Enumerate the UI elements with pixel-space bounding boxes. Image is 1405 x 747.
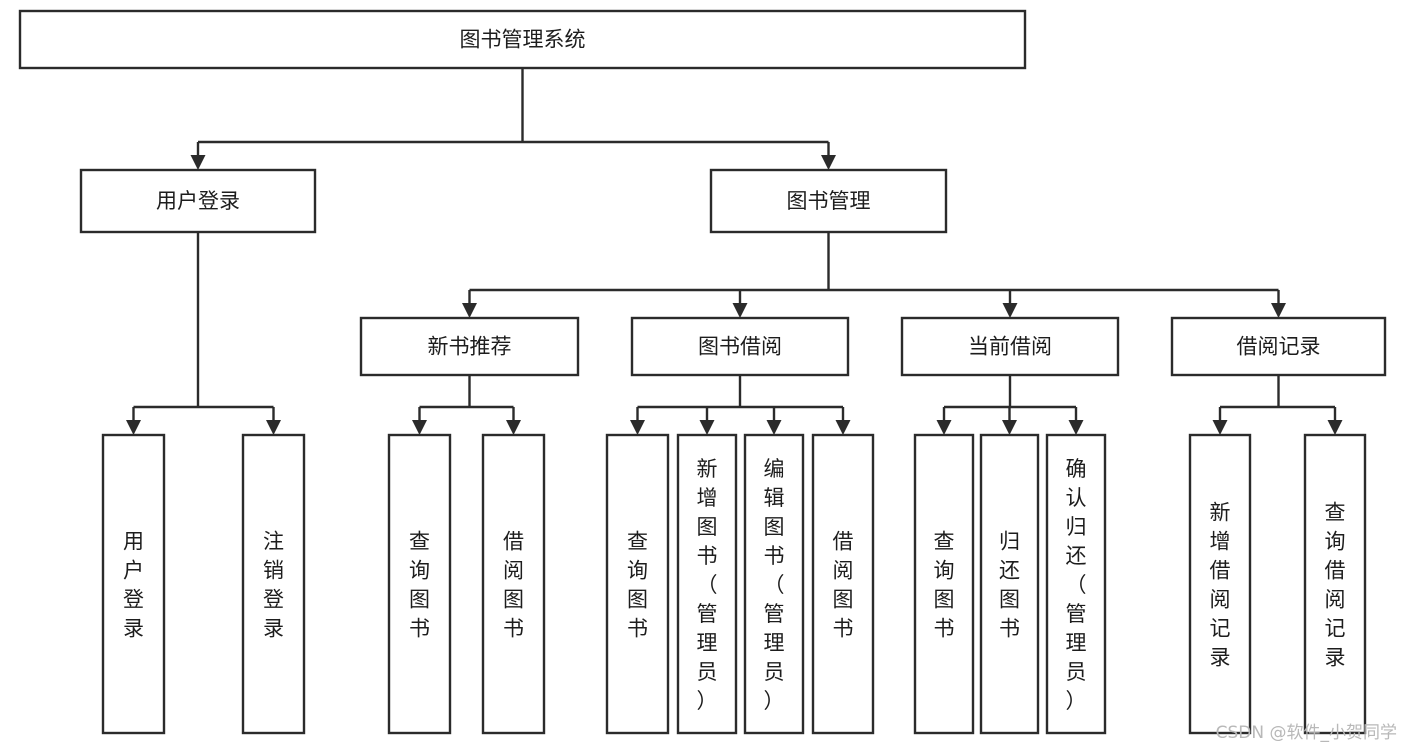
node-label-root: 图书管理系统 — [460, 28, 586, 52]
node-box-leaf-borrow-book-1[interactable] — [481, 433, 546, 735]
node-box-book-manage[interactable] — [709, 168, 948, 234]
node-leaf-borrow-book-2[interactable]: 借阅图书 — [811, 433, 875, 735]
node-leaf-logout[interactable]: 注销登录 — [241, 433, 306, 735]
node-leaf-query-book-1[interactable]: 查询图书 — [387, 433, 452, 735]
edge-group-user-login — [126, 232, 281, 435]
node-box-book-borrow[interactable] — [630, 316, 850, 377]
node-leaf-query-record[interactable]: 查询借阅记录 — [1303, 433, 1367, 735]
node-label-new-book-rec: 新书推荐 — [428, 335, 512, 359]
node-book-manage[interactable]: 图书管理 — [709, 168, 948, 234]
node-label-current-borrow: 当前借阅 — [968, 335, 1052, 359]
node-box-root[interactable] — [18, 9, 1027, 70]
node-label-leaf-query-book-1: 查询图书 — [409, 530, 430, 641]
node-label-leaf-query-record: 查询借阅记录 — [1325, 501, 1346, 670]
node-label-leaf-user-login: 用户登录 — [123, 530, 144, 641]
node-box-leaf-query-book-1[interactable] — [387, 433, 452, 735]
node-current-borrow[interactable]: 当前借阅 — [900, 316, 1120, 377]
node-box-leaf-borrow-book-2[interactable] — [811, 433, 875, 735]
node-box-new-book-rec[interactable] — [359, 316, 580, 377]
edge-group-new-book-rec — [412, 375, 521, 435]
node-leaf-query-book-2[interactable]: 查询图书 — [605, 433, 670, 735]
node-box-leaf-add-book[interactable] — [676, 433, 738, 735]
node-box-leaf-logout[interactable] — [241, 433, 306, 735]
node-leaf-add-record[interactable]: 新增借阅记录 — [1188, 433, 1252, 735]
node-root[interactable]: 图书管理系统 — [18, 9, 1027, 70]
node-leaf-query-book-3[interactable]: 查询图书 — [913, 433, 975, 735]
node-label-leaf-confirm-return: 确认归还（管理员） — [1066, 457, 1087, 713]
edge-group-borrow-record — [1212, 375, 1343, 435]
node-label-book-manage: 图书管理 — [787, 189, 871, 213]
node-borrow-record[interactable]: 借阅记录 — [1170, 316, 1387, 377]
edge-group-book-manage — [462, 232, 1286, 318]
node-label-leaf-return-book: 归还图书 — [999, 530, 1020, 641]
node-box-leaf-user-login[interactable] — [101, 433, 166, 735]
edge-group-root — [190, 68, 836, 170]
node-label-user-login: 用户登录 — [156, 189, 240, 213]
node-box-user-login[interactable] — [79, 168, 317, 234]
node-label-leaf-borrow-book-1: 借阅图书 — [503, 530, 524, 641]
node-leaf-confirm-return[interactable]: 确认归还（管理员） — [1045, 433, 1107, 735]
node-label-leaf-query-book-2: 查询图书 — [627, 530, 648, 641]
node-label-leaf-logout: 注销登录 — [263, 530, 284, 641]
node-leaf-edit-book[interactable]: 编辑图书（管理员） — [743, 433, 805, 735]
node-leaf-borrow-book-1[interactable]: 借阅图书 — [481, 433, 546, 735]
node-label-leaf-add-book: 新增图书（管理员） — [697, 457, 718, 713]
node-box-leaf-return-book[interactable] — [979, 433, 1040, 735]
edges-layer — [126, 68, 1343, 435]
watermark-label: CSDN @软件_小贺同学 — [1215, 723, 1397, 743]
node-label-book-borrow: 图书借阅 — [698, 335, 782, 359]
node-leaf-add-book[interactable]: 新增图书（管理员） — [676, 433, 738, 735]
node-box-leaf-confirm-return[interactable] — [1045, 433, 1107, 735]
node-box-leaf-edit-book[interactable] — [743, 433, 805, 735]
node-box-leaf-query-book-3[interactable] — [913, 433, 975, 735]
node-label-borrow-record: 借阅记录 — [1237, 335, 1321, 359]
node-leaf-user-login[interactable]: 用户登录 — [101, 433, 166, 735]
node-label-leaf-borrow-book-2: 借阅图书 — [833, 530, 854, 641]
node-box-leaf-query-book-2[interactable] — [605, 433, 670, 735]
edge-group-current-borrow — [936, 375, 1084, 435]
nodes-layer: 图书管理系统用户登录图书管理新书推荐图书借阅当前借阅借阅记录用户登录注销登录查询… — [18, 9, 1387, 735]
node-box-leaf-query-record[interactable] — [1303, 433, 1367, 735]
node-leaf-return-book[interactable]: 归还图书 — [979, 433, 1040, 735]
node-book-borrow[interactable]: 图书借阅 — [630, 316, 850, 377]
node-label-leaf-query-book-3: 查询图书 — [934, 530, 955, 641]
node-box-current-borrow[interactable] — [900, 316, 1120, 377]
node-user-login[interactable]: 用户登录 — [79, 168, 317, 234]
node-label-leaf-add-record: 新增借阅记录 — [1210, 501, 1231, 670]
node-box-borrow-record[interactable] — [1170, 316, 1387, 377]
node-new-book-rec[interactable]: 新书推荐 — [359, 316, 580, 377]
edge-group-book-borrow — [630, 375, 851, 435]
node-box-leaf-add-record[interactable] — [1188, 433, 1252, 735]
node-label-leaf-edit-book: 编辑图书（管理员） — [764, 457, 785, 713]
